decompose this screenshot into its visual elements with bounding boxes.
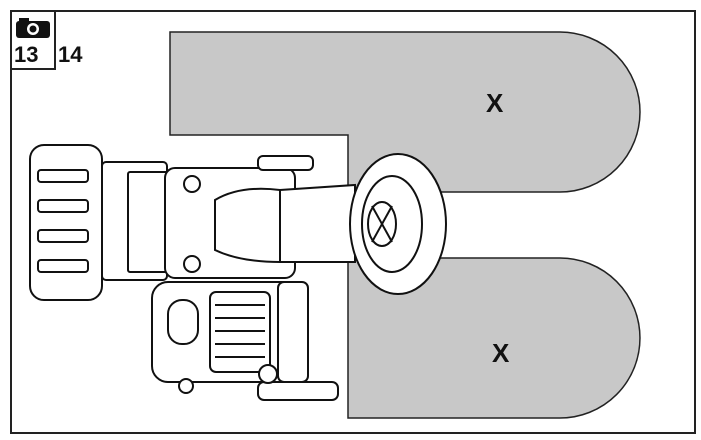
machine-top-view [29, 144, 447, 401]
upper-discharge-zone [169, 31, 641, 193]
diagram-frame [10, 10, 696, 434]
zone-label-lower: X [492, 338, 510, 368]
zone-label-upper: X [486, 88, 504, 118]
camera-icon [16, 18, 50, 38]
reference-number-14: 14 [58, 42, 83, 67]
reference-box [10, 10, 56, 70]
lower-discharge-zone [347, 257, 641, 419]
reference-number-13: 13 [14, 42, 39, 67]
